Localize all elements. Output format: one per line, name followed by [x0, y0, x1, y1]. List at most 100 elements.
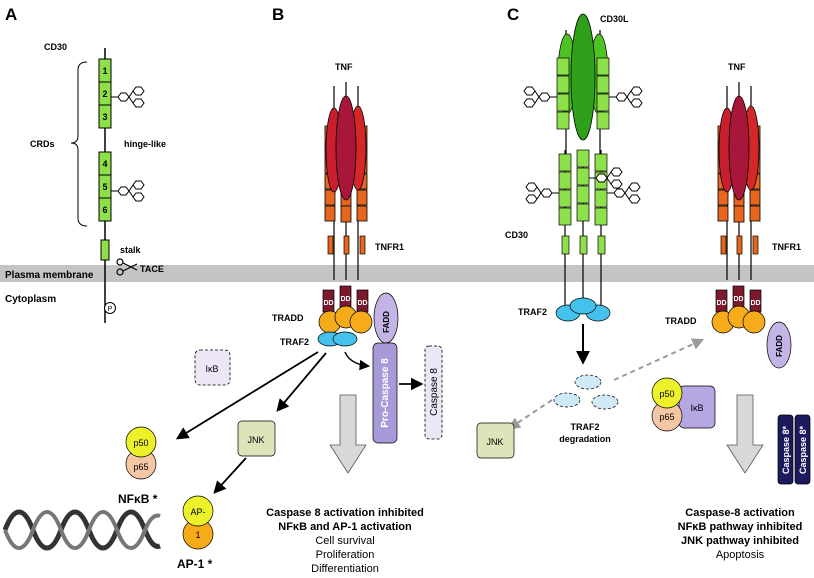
- panel-label-b: B: [272, 5, 284, 24]
- caspase8-inactive-label: Caspase 8: [429, 368, 440, 416]
- panel-b: TNF TNFR1 DD DD DD: [2, 62, 443, 575]
- jnk-label-b: JNK: [247, 435, 264, 445]
- crd-box-3: 3: [98, 104, 112, 129]
- outcome-b-2: Proliferation: [316, 549, 375, 561]
- dna-helix-icon: [2, 509, 161, 551]
- p50-circle-c: [651, 377, 683, 409]
- pro-caspase8-label: Pro-Caspase 8: [380, 358, 391, 428]
- panel-a: CD30 CRDs hinge-like 1 2 3 4 5 6 stalk T…: [30, 42, 166, 323]
- outcome-b-title-1: Caspase 8 activation inhibited: [266, 507, 424, 519]
- arrow-to-jnk-c: [508, 399, 553, 430]
- svg-text:DD: DD: [750, 300, 760, 307]
- panel-c: CD30L CD30: [476, 13, 811, 561]
- phospho-label: P: [108, 306, 113, 313]
- svg-text:DD: DD: [323, 300, 333, 307]
- stalk-label: stalk: [120, 245, 142, 255]
- hinge-label: hinge-like: [124, 139, 166, 149]
- ap1-label: AP-1 *: [177, 557, 213, 571]
- outcome-c-title-2: NFκB pathway inhibited: [678, 521, 803, 533]
- big-arrow-c: [726, 394, 764, 474]
- ikb-label-c: IκB: [690, 403, 703, 413]
- crd-box-2: 2: [98, 81, 112, 106]
- arrow-jnk-to-ap1: [213, 457, 247, 494]
- arrow-traf-to-nfkb: [175, 351, 319, 440]
- svg-text:p65: p65: [133, 462, 148, 472]
- svg-text:DD: DD: [357, 300, 367, 307]
- traf2-degradation-2: degradation: [559, 434, 611, 444]
- svg-text:1: 1: [195, 530, 200, 540]
- svg-text:p65: p65: [659, 412, 674, 422]
- traf2-degradation-1: TRAF2: [571, 422, 600, 432]
- glycan-icon: [110, 180, 145, 202]
- outcome-b-3: Differentiation: [311, 563, 379, 575]
- tnf-label-b: TNF: [335, 62, 353, 72]
- svg-text:6: 6: [102, 205, 107, 215]
- traf2-label-c: TRAF2: [518, 307, 547, 317]
- tnfr1-label-b: TNFR1: [375, 242, 404, 252]
- cytoplasm-label: Cytoplasm: [5, 294, 56, 305]
- pro-caspase8-box: [372, 342, 398, 444]
- scissors-icon: [116, 258, 138, 276]
- svg-text:AP-: AP-: [190, 507, 205, 517]
- glycan-icon: [110, 86, 145, 108]
- cd30-label-c: CD30: [505, 230, 528, 240]
- svg-text:DD: DD: [340, 296, 350, 303]
- arrow-to-tnfr-c: [613, 338, 705, 381]
- svg-text:2: 2: [102, 89, 107, 99]
- tnfr1-label-c: TNFR1: [772, 242, 801, 252]
- jnk-label-c: JNK: [486, 437, 503, 447]
- svg-text:p50: p50: [659, 389, 674, 399]
- jnk-box-c: [476, 422, 515, 459]
- tradd-label-b: TRADD: [272, 313, 304, 323]
- arrow-traf-to-jnk: [276, 352, 327, 412]
- ikb-label-a: IκB: [205, 364, 218, 374]
- traf2-degraded: [574, 374, 602, 390]
- caspase8-active-2: [794, 414, 811, 485]
- phospho-icon: [104, 302, 116, 314]
- outcome-c-title-1: Caspase-8 activation: [685, 507, 795, 519]
- cd30l-label: CD30L: [600, 14, 629, 24]
- big-arrow-b: [329, 394, 367, 474]
- caspase8-active-1: [777, 414, 794, 485]
- panel-label-a: A: [5, 5, 17, 24]
- stalk-box: [100, 239, 110, 261]
- svg-text:p50: p50: [133, 438, 148, 448]
- outcome-c-1: Apoptosis: [716, 549, 765, 561]
- outcome-b-title-2: NFκB and AP-1 activation: [278, 521, 412, 533]
- ap1-top-circle: [182, 495, 214, 527]
- traf-to-caspase-arrow: [344, 351, 371, 371]
- plasma-membrane-band: [0, 265, 814, 282]
- svg-text:Caspase 8*: Caspase 8*: [781, 425, 791, 474]
- fadd-c: [766, 321, 792, 369]
- svg-text:1: 1: [102, 66, 107, 76]
- plasma-membrane-label: Plasma membrane: [5, 270, 94, 281]
- fadd-label-b: FADD: [382, 311, 391, 333]
- crd-box-6: 6: [98, 197, 112, 222]
- outcome-c-title-3: JNK pathway inhibited: [681, 535, 799, 547]
- nfkb-label: NFκB *: [118, 492, 158, 506]
- caspase8-inactive-box: [424, 345, 443, 440]
- ikb-dashed-box: [194, 349, 231, 386]
- crd-box-1: 1: [98, 58, 112, 83]
- crd-box-4: 4: [98, 151, 112, 176]
- svg-text:DD: DD: [716, 300, 726, 307]
- tace-label: TACE: [140, 264, 164, 274]
- fadd-label-c: FADD: [775, 335, 784, 357]
- jnk-box-b: [237, 420, 276, 457]
- cd30l-trimer: [570, 13, 596, 141]
- svg-text:4: 4: [102, 159, 107, 169]
- crds-label: CRDs: [30, 139, 55, 149]
- svg-text:DD: DD: [733, 296, 743, 303]
- svg-text:Caspase 8*: Caspase 8*: [798, 425, 808, 474]
- svg-text:3: 3: [102, 112, 107, 122]
- tnf-label-c: TNF: [728, 62, 746, 72]
- p50-circle-a: [125, 426, 157, 458]
- crd-bracket: [70, 61, 88, 227]
- traf2-label-b: TRAF2: [280, 337, 309, 347]
- svg-text:5: 5: [102, 182, 107, 192]
- crd-box-5: 5: [98, 174, 112, 199]
- tradd-label-c: TRADD: [665, 316, 697, 326]
- cd30-label-a: CD30: [44, 42, 67, 52]
